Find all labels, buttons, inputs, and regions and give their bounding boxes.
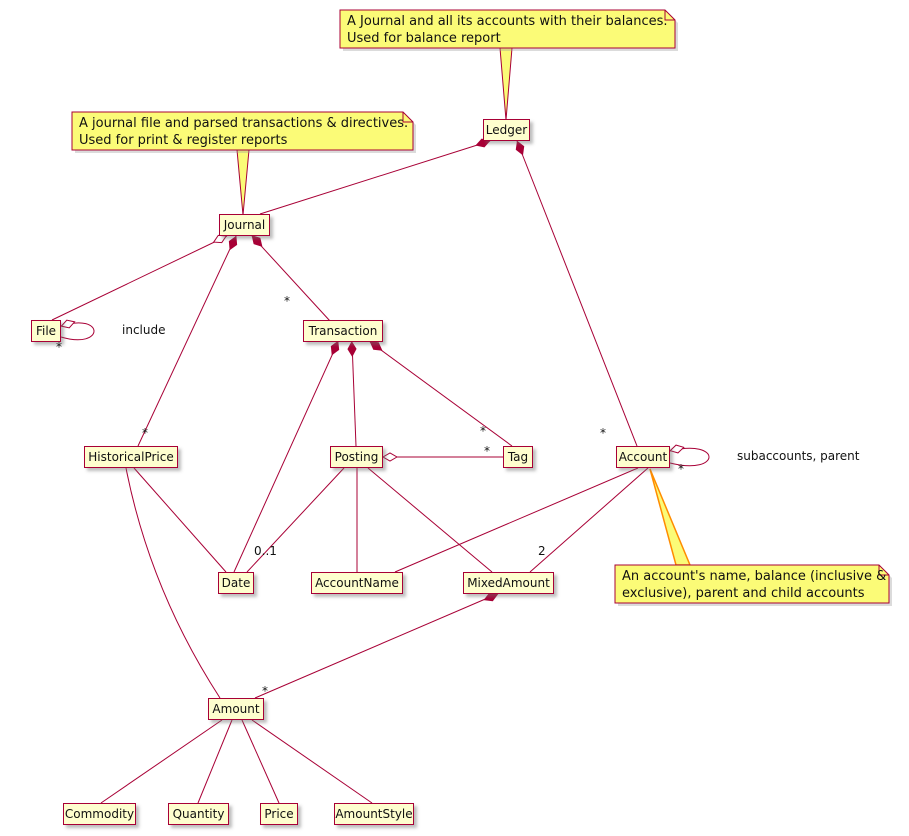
multiplicity-posting-tags: * — [484, 444, 490, 458]
edge-journal-file — [51, 234, 228, 321]
composition-diamond — [228, 235, 238, 251]
class-commodity: Commodity — [63, 803, 136, 825]
note-fold-icon — [664, 10, 675, 21]
class-posting: Posting — [330, 446, 383, 468]
edge-posting-mixedamount — [367, 467, 493, 573]
note-connector-journal — [236, 149, 250, 216]
edge-amount-amountstyle — [251, 719, 373, 804]
edge-account-accountname — [394, 467, 639, 573]
edge-mixedamount-amount — [254, 592, 499, 699]
edge-account-mixedamount — [529, 467, 649, 573]
note-journal-body — [71, 111, 414, 151]
note-journal: A journal file and parsed transactions &… — [79, 115, 408, 149]
edge-historicalprice-amount — [125, 467, 221, 699]
note-account: An account's name, balance (inclusive & … — [622, 568, 886, 602]
note-account-body — [614, 564, 890, 604]
aggregation-diamond — [60, 319, 76, 329]
edge-posting-date — [246, 467, 345, 573]
edge-transaction-tag — [369, 341, 513, 447]
note-line: A Journal and all its accounts with thei… — [347, 14, 668, 29]
composition-diamond — [330, 340, 340, 356]
edge-journal-transaction — [251, 235, 331, 322]
class-journal: Journal — [219, 214, 270, 236]
edge-amount-quantity — [197, 719, 233, 804]
composition-diamond — [515, 140, 525, 156]
multiplicity-posting-date: 0..1 — [254, 544, 277, 558]
class-amountstyle: AmountStyle — [334, 803, 414, 825]
edge-transaction-posting — [347, 340, 357, 447]
edge-amount-commodity — [100, 719, 223, 804]
note-connector-ledger — [499, 47, 513, 121]
note-ledger-body — [339, 9, 676, 49]
multiplicity-ledger-accounts: * — [600, 426, 606, 440]
multiplicity-mixedamount-amounts: * — [262, 684, 268, 698]
edge-label-subaccounts-parent: subaccounts, parent — [737, 449, 860, 463]
note-fold-icon — [402, 112, 413, 123]
note-line: A journal file and parsed transactions &… — [79, 116, 409, 131]
class-amount: Amount — [208, 698, 264, 720]
multiplicity-account-balances: 2 — [538, 544, 546, 558]
class-transaction: Transaction — [303, 320, 383, 342]
edge-historicalprice-date — [133, 467, 227, 573]
class-mixedamount: MixedAmount — [463, 572, 554, 594]
class-quantity: Quantity — [168, 803, 229, 825]
multiplicity-journal-transactions: * — [284, 294, 290, 308]
edge-amount-price — [241, 719, 280, 804]
multiplicity-file-include: * — [56, 340, 62, 354]
class-tag: Tag — [503, 446, 533, 468]
edge-transaction-date — [233, 340, 340, 573]
edge-journal-historicalprice — [137, 235, 238, 447]
note-line: Used for balance report — [347, 31, 501, 46]
multiplicity-account-subaccounts: * — [678, 462, 684, 476]
edge-posting-tag — [381, 452, 503, 462]
note-line: exclusive), parent and child accounts — [622, 586, 865, 601]
edge-label-include: include — [122, 323, 166, 337]
class-accountname: AccountName — [311, 572, 403, 594]
note-connector-account — [649, 468, 692, 566]
aggregation-diamond — [669, 444, 685, 454]
multiplicity-journal-historicalprices: * — [142, 426, 148, 440]
edge-file-file-include — [60, 319, 95, 341]
composition-diamond — [347, 340, 357, 358]
class-price: Price — [260, 803, 298, 825]
class-file: File — [31, 320, 61, 342]
class-historicalprice: HistoricalPrice — [84, 446, 178, 468]
edge-account-account-subaccounts — [669, 444, 710, 467]
class-date: Date — [218, 572, 254, 594]
note-line: Used for print & register reports — [79, 133, 288, 148]
note-fold-icon — [878, 565, 889, 576]
composition-diamond — [483, 592, 499, 602]
note-ledger: A Journal and all its accounts with thei… — [347, 13, 668, 47]
edge-ledger-account — [515, 140, 638, 447]
multiplicity-transaction-tags: * — [480, 424, 486, 438]
note-line: An account's name, balance (inclusive & — [622, 569, 887, 584]
aggregation-diamond — [381, 452, 399, 462]
class-ledger: Ledger — [483, 119, 530, 141]
class-account: Account — [616, 446, 670, 468]
